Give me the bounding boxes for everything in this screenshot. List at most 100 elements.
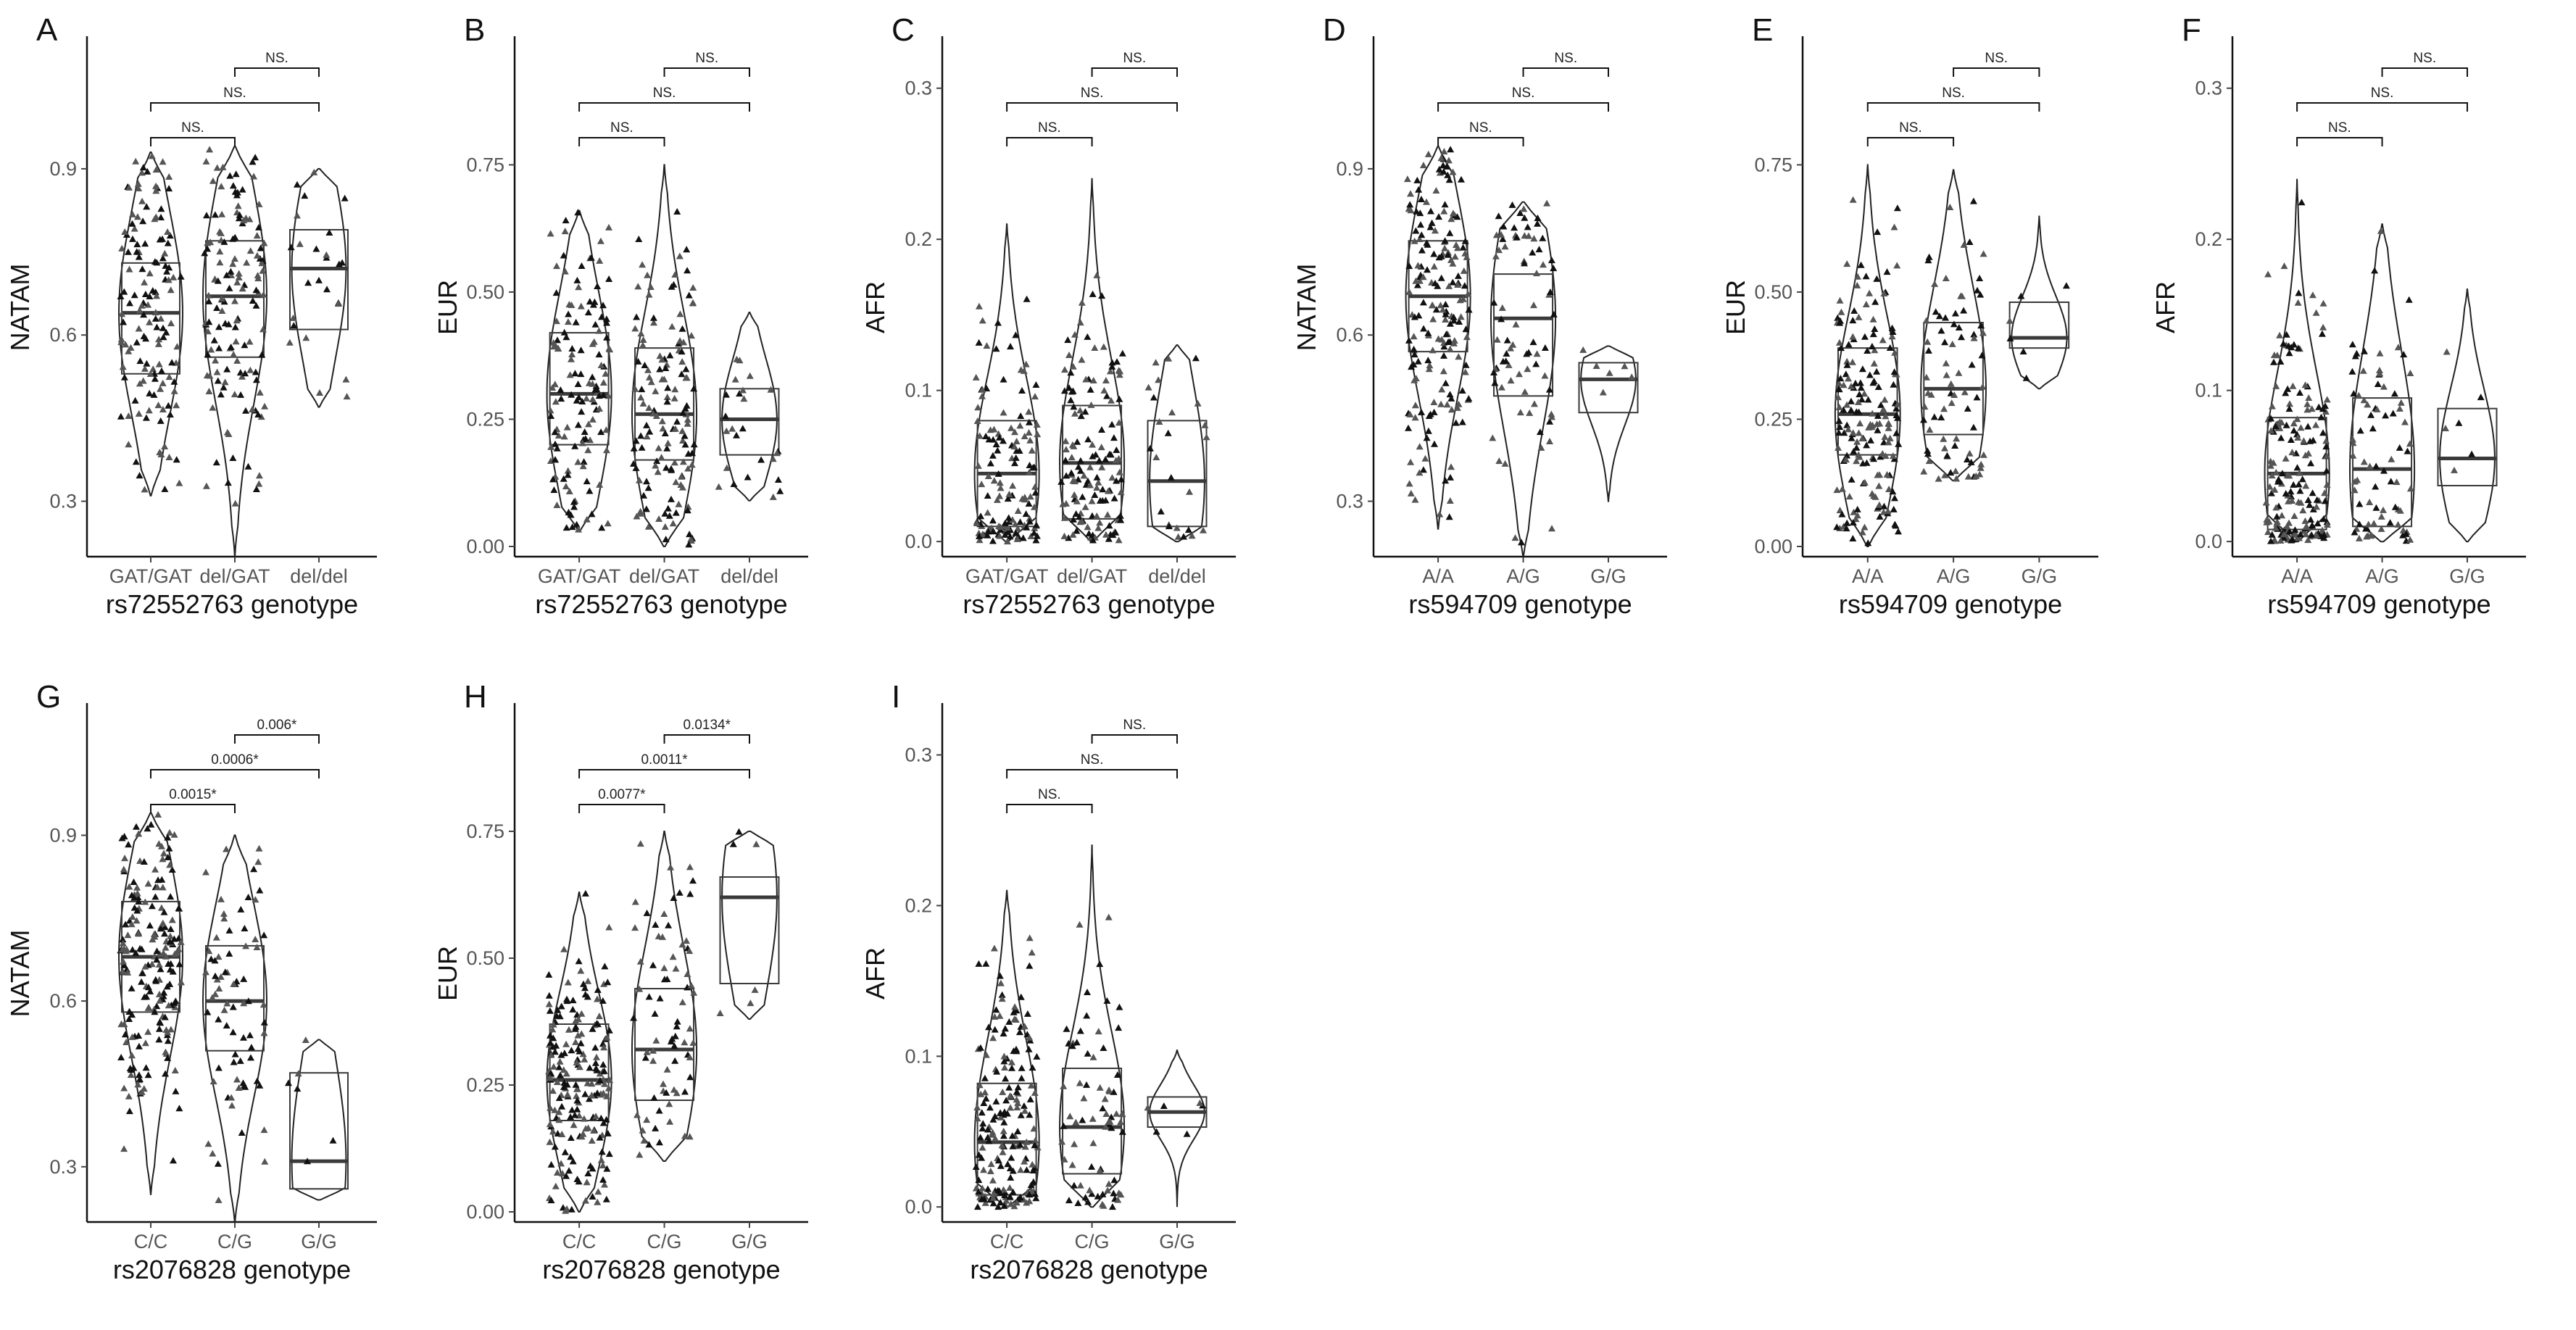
data-point — [242, 407, 249, 414]
data-point — [975, 1176, 983, 1184]
data-point — [646, 373, 653, 381]
data-point — [120, 961, 128, 968]
data-point — [310, 168, 318, 175]
data-point — [148, 902, 156, 910]
data-point — [146, 922, 154, 928]
data-point — [165, 402, 173, 409]
violin-outline — [1489, 201, 1557, 557]
data-point — [1202, 433, 1210, 441]
data-point — [559, 1170, 566, 1177]
y-tick-label: 0.3 — [2195, 78, 2222, 99]
data-point — [1115, 419, 1123, 426]
data-point — [581, 889, 589, 897]
data-point — [1094, 478, 1102, 486]
data-point — [1892, 404, 1900, 412]
comparison-bracket: 0.0015* — [150, 787, 236, 813]
data-point — [594, 283, 602, 289]
data-point — [1102, 531, 1110, 538]
data-point — [600, 1044, 608, 1051]
data-point — [1005, 514, 1013, 521]
data-point — [2272, 468, 2280, 475]
data-point — [630, 460, 637, 467]
data-point — [586, 298, 594, 305]
data-point — [1862, 301, 1870, 307]
data-point — [1008, 516, 1016, 523]
data-point — [126, 299, 133, 307]
data-point — [591, 1044, 599, 1051]
data-point — [1966, 449, 1974, 457]
data-point — [1089, 377, 1097, 383]
data-point — [1895, 528, 1902, 535]
data-point — [1007, 1058, 1015, 1065]
data-point — [148, 152, 156, 159]
data-point — [549, 1128, 557, 1135]
data-point — [689, 284, 697, 291]
data-point — [644, 271, 652, 278]
data-point — [1410, 351, 1418, 358]
data-point — [1011, 428, 1018, 436]
data-point — [304, 279, 312, 286]
comparison-bracket: NS. — [234, 51, 320, 77]
data-point — [165, 185, 173, 192]
data-point — [1850, 508, 1858, 515]
data-point — [1440, 207, 1448, 215]
data-point — [1023, 1010, 1031, 1017]
data-point — [144, 301, 152, 308]
data-point — [690, 989, 698, 996]
data-point — [1853, 281, 1861, 288]
data-point — [1426, 410, 1434, 417]
data-point — [1102, 455, 1110, 462]
data-point — [684, 971, 691, 977]
data-point — [149, 936, 157, 943]
data-point — [1115, 536, 1123, 544]
data-point — [1032, 521, 1040, 528]
data-point — [974, 462, 982, 469]
data-point — [167, 925, 175, 932]
data-point — [601, 1080, 609, 1087]
data-point — [1429, 346, 1437, 354]
data-point — [252, 936, 259, 942]
data-point — [2267, 427, 2275, 434]
data-point — [1845, 341, 1853, 348]
data-point — [155, 360, 163, 367]
data-point — [992, 1006, 1000, 1013]
data-point — [1495, 457, 1503, 465]
data-point — [561, 267, 569, 275]
data-point — [549, 1043, 557, 1050]
data-point — [2353, 349, 2361, 357]
data-point — [165, 373, 173, 381]
data-point — [557, 1071, 564, 1078]
data-point — [979, 392, 986, 399]
data-point — [715, 483, 723, 490]
data-point — [1016, 422, 1024, 429]
data-point — [998, 991, 1006, 998]
data-point — [1071, 1140, 1079, 1147]
data-point — [592, 382, 600, 389]
data-point — [128, 984, 136, 992]
x-tick-label: del/GAT — [199, 565, 270, 587]
data-point — [639, 261, 647, 268]
data-point — [1073, 438, 1081, 445]
data-point — [2397, 399, 2405, 406]
data-point — [652, 387, 660, 394]
data-point — [1001, 519, 1009, 526]
data-point — [1885, 424, 1892, 431]
data-point — [1031, 1190, 1039, 1197]
data-point — [130, 225, 138, 232]
data-point — [2302, 523, 2310, 531]
data-point — [167, 932, 174, 939]
data-point — [635, 236, 643, 242]
data-point — [1457, 313, 1465, 320]
data-point — [670, 459, 678, 466]
data-point — [670, 1042, 678, 1050]
data-point — [1447, 406, 1455, 413]
data-point — [1864, 539, 1872, 546]
data-point — [117, 336, 125, 343]
data-point — [138, 302, 146, 309]
data-point — [2380, 506, 2387, 513]
data-point — [235, 215, 243, 222]
data-point — [2313, 503, 2320, 510]
data-point — [643, 1048, 651, 1055]
data-point — [1533, 270, 1540, 277]
